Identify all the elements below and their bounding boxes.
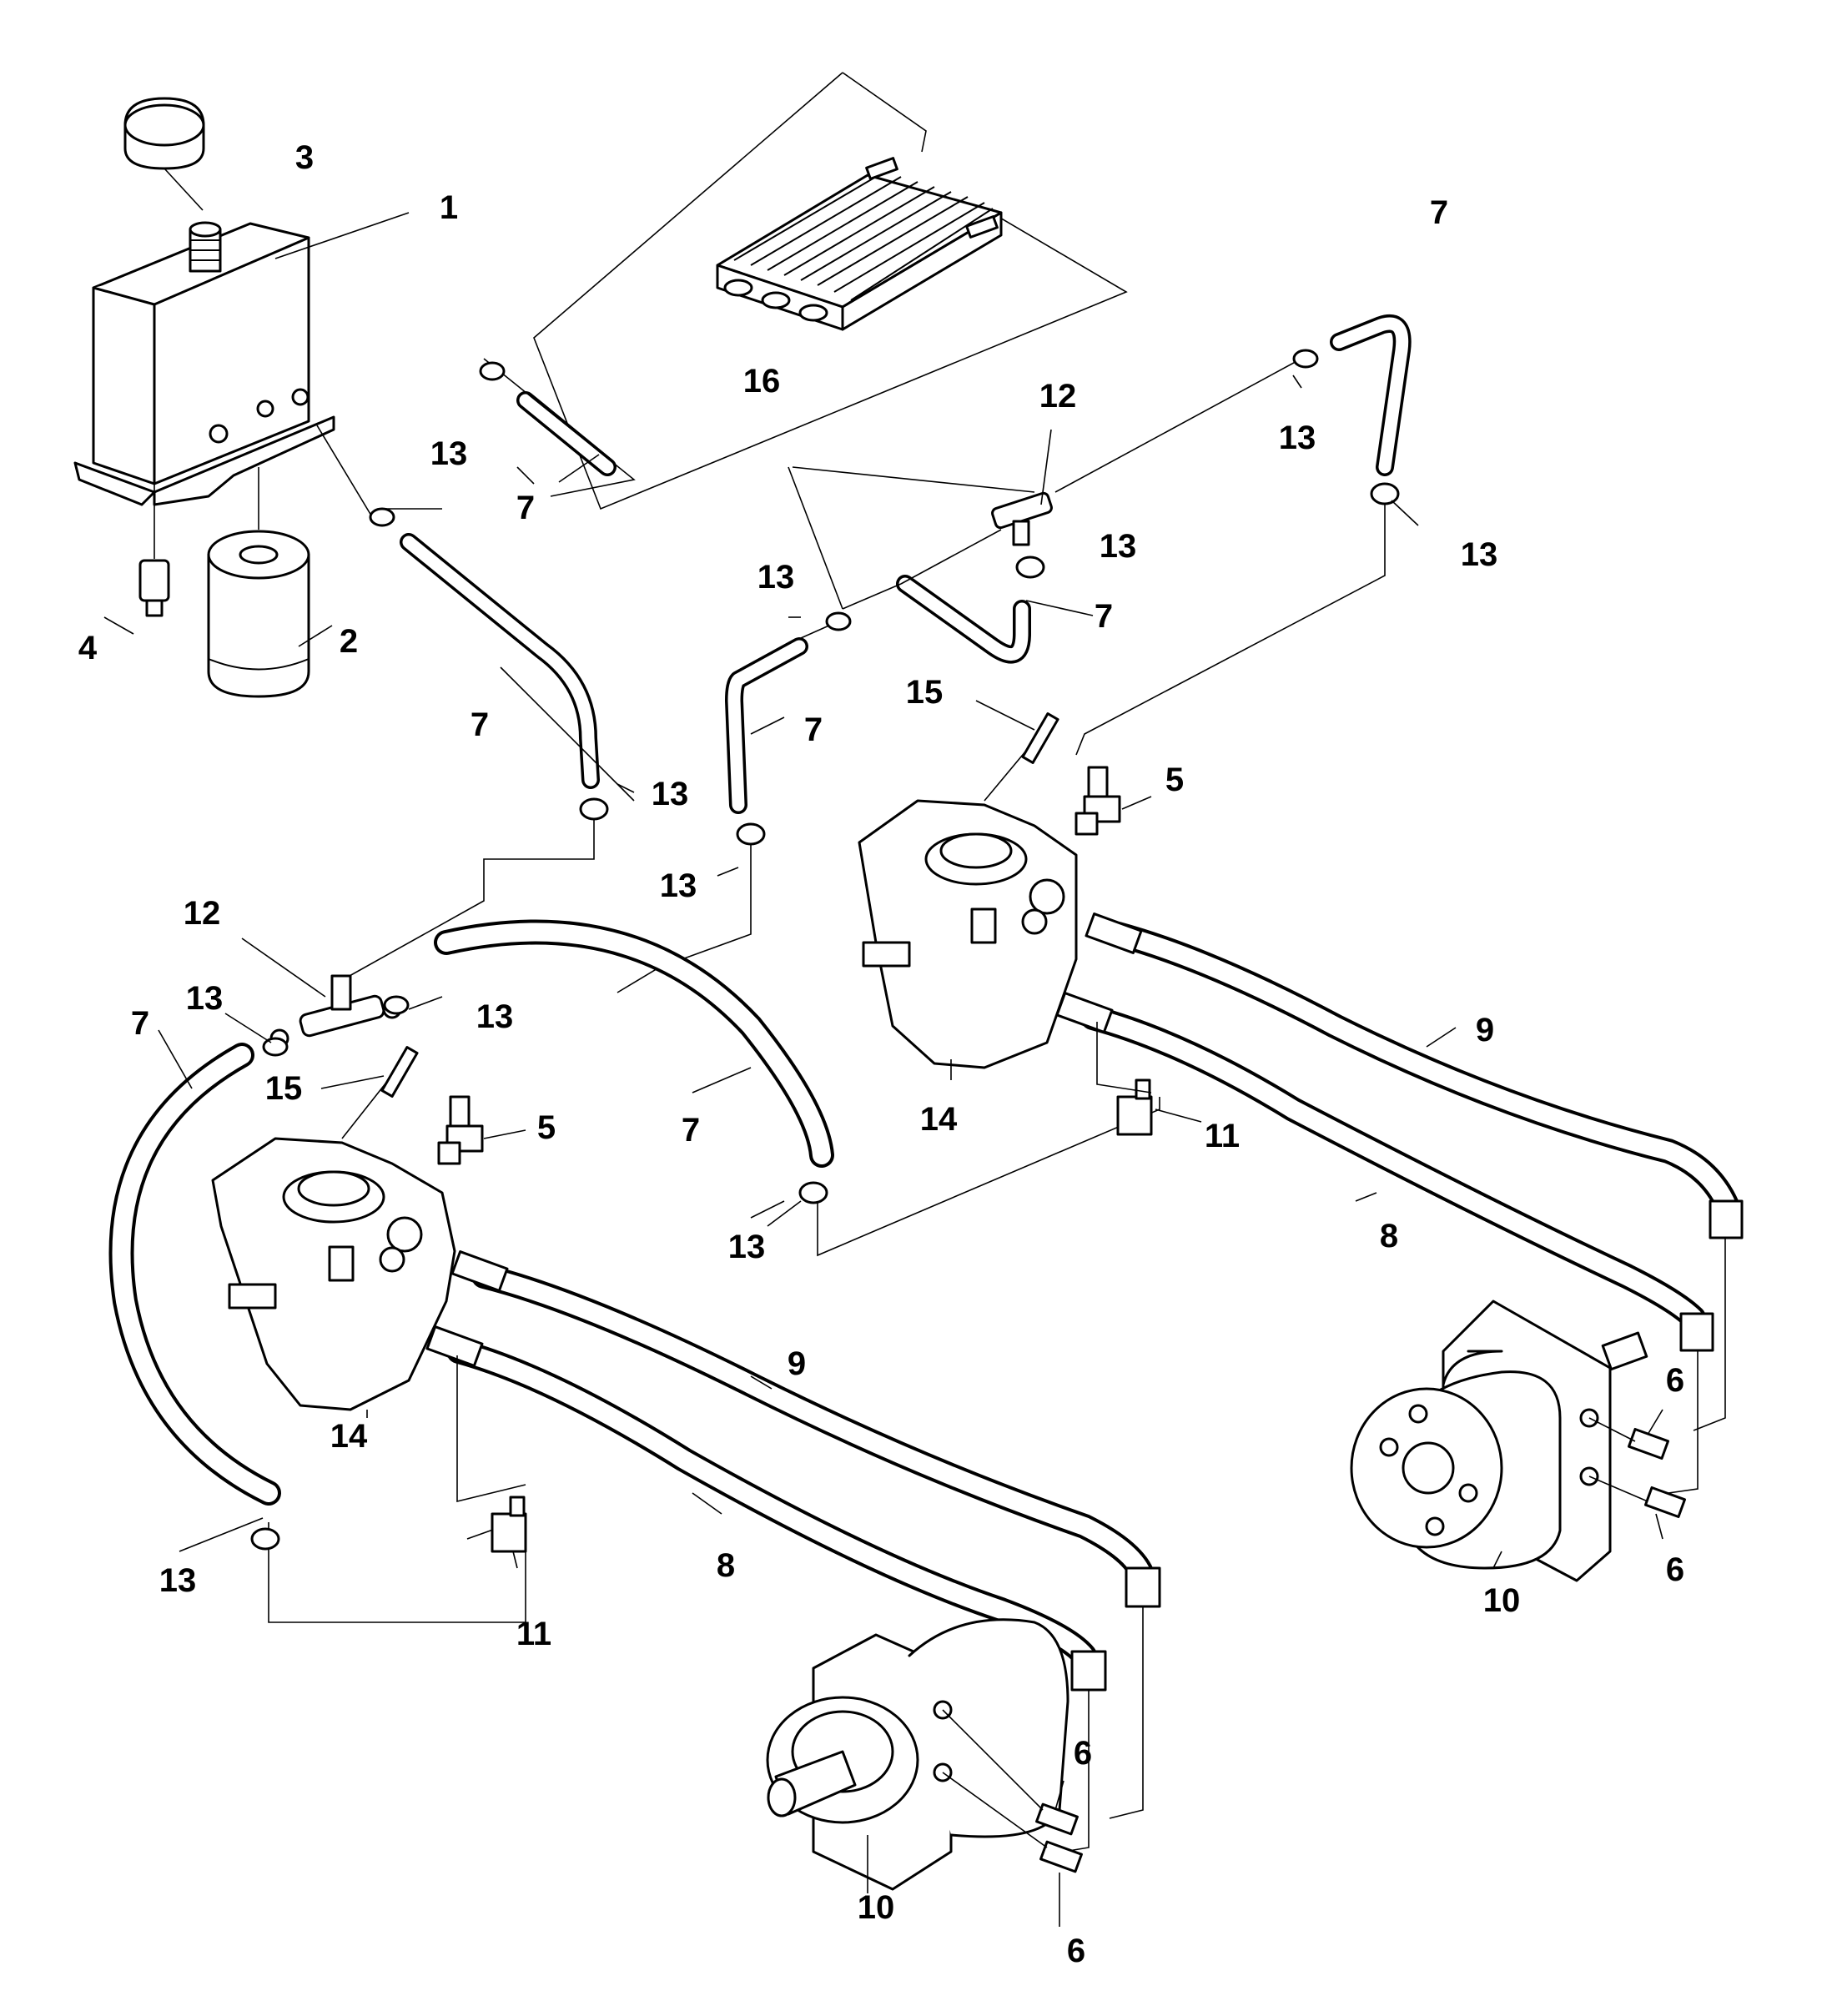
hose-7-right-mid xyxy=(842,529,1031,664)
hose-7-center-arc xyxy=(434,919,1160,1257)
callout-6-left-top: 6 xyxy=(1074,1735,1092,1772)
hose-9-right xyxy=(1085,912,1744,1239)
callout-1: 1 xyxy=(440,189,458,226)
callout-8-left: 8 xyxy=(717,1547,735,1584)
callout-10-left: 10 xyxy=(858,1889,895,1926)
pump-14-left xyxy=(211,1046,456,1411)
callout-9-right: 9 xyxy=(1476,1012,1494,1048)
callout-6-right-top: 6 xyxy=(1666,1362,1684,1399)
callout-14-right: 14 xyxy=(920,1101,958,1138)
callout-11-left: 11 xyxy=(516,1616,551,1652)
callout-13-e: 13 xyxy=(1100,528,1137,565)
callout-13-g: 13 xyxy=(1461,536,1498,573)
callout-13-h: 13 xyxy=(186,980,224,1017)
callout-13-d: 13 xyxy=(757,559,795,596)
callout-8-right: 8 xyxy=(1380,1218,1398,1254)
callout-16: 16 xyxy=(743,363,781,400)
leader-lines xyxy=(103,212,1663,1927)
fitting-6-left-bottom xyxy=(942,1772,1083,1873)
pump-14-right xyxy=(858,712,1078,1069)
callout-4: 4 xyxy=(78,630,98,666)
hose-7-short xyxy=(483,358,636,497)
callout-7-tank-return: 7 xyxy=(471,706,489,743)
tee-fitting-12-right xyxy=(991,358,1302,546)
callout-13-j: 13 xyxy=(728,1229,766,1265)
elbow-5-right xyxy=(1074,766,1152,836)
fitting-6-left-top xyxy=(942,1709,1079,1836)
callout-7-short: 7 xyxy=(516,490,535,526)
hydraulic-tank xyxy=(73,221,335,506)
hose-8-right xyxy=(1055,992,1714,1352)
hose-9-left xyxy=(450,1250,1161,1608)
oil-filter xyxy=(207,467,310,698)
callout-11-right: 11 xyxy=(1205,1118,1240,1154)
callout-7-right-top: 7 xyxy=(1430,194,1448,231)
callout-7-right-lower: 7 xyxy=(804,711,823,748)
callout-10-right: 10 xyxy=(1483,1582,1521,1619)
callout-15-right: 15 xyxy=(906,674,944,711)
callout-14-left: 14 xyxy=(330,1418,368,1455)
wheel-motor-10-right xyxy=(1350,1300,1648,1582)
callout-13-a: 13 xyxy=(430,435,468,472)
callout-13-c: 13 xyxy=(660,867,697,904)
callout-labels: 1 2 3 4 5 5 6 6 6 6 7 7 7 7 7 7 7 7 8 8 … xyxy=(78,139,1684,1969)
callout-7-left-large: 7 xyxy=(131,1005,149,1042)
hose-7-tank-return xyxy=(316,425,600,789)
callout-3: 3 xyxy=(295,139,314,176)
hose-7-right-top xyxy=(1075,314,1412,756)
hose-clamps xyxy=(250,349,1400,1551)
callout-6-right-bottom: 6 xyxy=(1666,1551,1684,1588)
callout-6-left-bottom: 6 xyxy=(1067,1933,1085,1969)
elbow-11-left xyxy=(456,1355,527,1553)
callout-5-right: 5 xyxy=(1165,762,1184,798)
wheel-motor-10-left xyxy=(766,1618,1069,1891)
callout-12-left: 12 xyxy=(184,895,221,932)
callout-9-left: 9 xyxy=(788,1345,806,1382)
filler-cap xyxy=(123,97,205,211)
callout-13-f: 13 xyxy=(1279,420,1316,456)
elbow-5-left xyxy=(437,1095,526,1165)
callout-13-i: 13 xyxy=(476,998,514,1035)
callout-2: 2 xyxy=(340,623,358,660)
tee-fitting-12-left xyxy=(269,974,402,1048)
callout-13-b: 13 xyxy=(652,776,689,812)
elbow-11-right xyxy=(1096,1022,1153,1136)
callout-7-center-arc: 7 xyxy=(682,1112,700,1149)
fitting-6-right-top xyxy=(1588,1417,1669,1460)
callout-5-left: 5 xyxy=(537,1109,556,1146)
callout-12-right: 12 xyxy=(1039,378,1077,415)
callout-15-left: 15 xyxy=(265,1070,303,1107)
oil-cooler xyxy=(533,72,1128,510)
fitting-6-right-bottom xyxy=(1588,1476,1686,1519)
callout-7-right-mid: 7 xyxy=(1095,598,1113,635)
callout-13-k: 13 xyxy=(159,1562,197,1599)
drain-plug xyxy=(138,484,170,617)
